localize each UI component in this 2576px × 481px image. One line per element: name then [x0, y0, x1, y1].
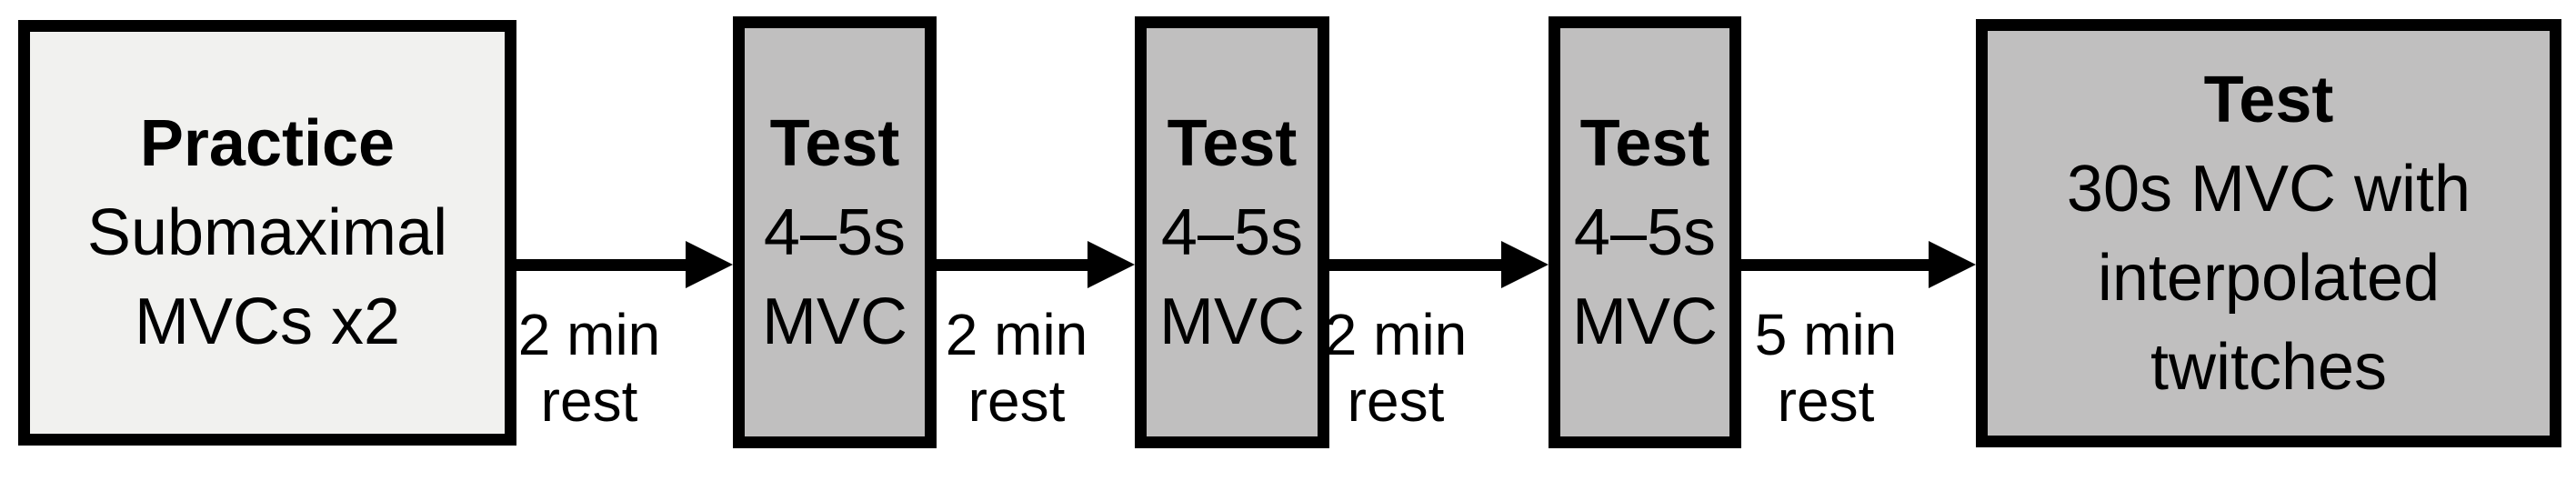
- arrow-3-line: [1329, 259, 1502, 271]
- box-line: MVC: [1572, 285, 1718, 358]
- rest-label-4: 5 min rest: [1689, 302, 1962, 435]
- rest-label-2: 2 min rest: [880, 302, 1153, 435]
- rest-label-line: 5 min: [1754, 302, 1898, 367]
- rest-label-line: 2 min: [945, 302, 1088, 367]
- box-title: Test: [1167, 106, 1298, 180]
- box-practice: Practice Submaximal MVCs x2: [18, 20, 516, 446]
- box-title: Test: [2203, 63, 2334, 136]
- box-line: MVC: [1159, 285, 1305, 358]
- arrow-2-line: [937, 259, 1088, 271]
- box-line: MVCs x2: [134, 286, 401, 358]
- rest-label-line: 2 min: [517, 302, 661, 367]
- arrowhead-icon: [686, 241, 733, 288]
- box-line: interpolated: [2097, 241, 2441, 315]
- rest-label-line: rest: [1347, 368, 1445, 434]
- box-test-2: Test 4–5s MVC: [1135, 16, 1329, 448]
- rest-label-line: rest: [967, 368, 1066, 434]
- box-line: 30s MVC with: [2066, 152, 2471, 225]
- box-test-3: Test 4–5s MVC: [1549, 16, 1741, 448]
- box-test-1: Test 4–5s MVC: [733, 16, 937, 448]
- box-line: 4–5s: [1160, 195, 1304, 269]
- box-title: Practice: [139, 107, 396, 180]
- rest-label-1: 2 min rest: [453, 302, 726, 435]
- box-line: twitches: [2150, 330, 2388, 404]
- box-line: Submaximal: [86, 196, 448, 269]
- box-title: Test: [769, 106, 900, 180]
- box-line: MVC: [762, 285, 907, 358]
- box-title: Test: [1579, 106, 1710, 180]
- rest-label-line: rest: [540, 368, 638, 434]
- arrow-4-line: [1741, 259, 1929, 271]
- arrowhead-icon: [1929, 241, 1976, 288]
- rest-label-line: rest: [1777, 368, 1875, 434]
- box-line: 4–5s: [1573, 195, 1717, 269]
- arrowhead-icon: [1501, 241, 1549, 288]
- box-line: 4–5s: [763, 195, 907, 269]
- arrowhead-icon: [1088, 241, 1135, 288]
- box-test-final: Test 30s MVC with interpolated twitches: [1976, 19, 2561, 447]
- rest-label-line: 2 min: [1324, 302, 1468, 367]
- arrow-1-line: [516, 259, 687, 271]
- rest-label-3: 2 min rest: [1259, 302, 1532, 435]
